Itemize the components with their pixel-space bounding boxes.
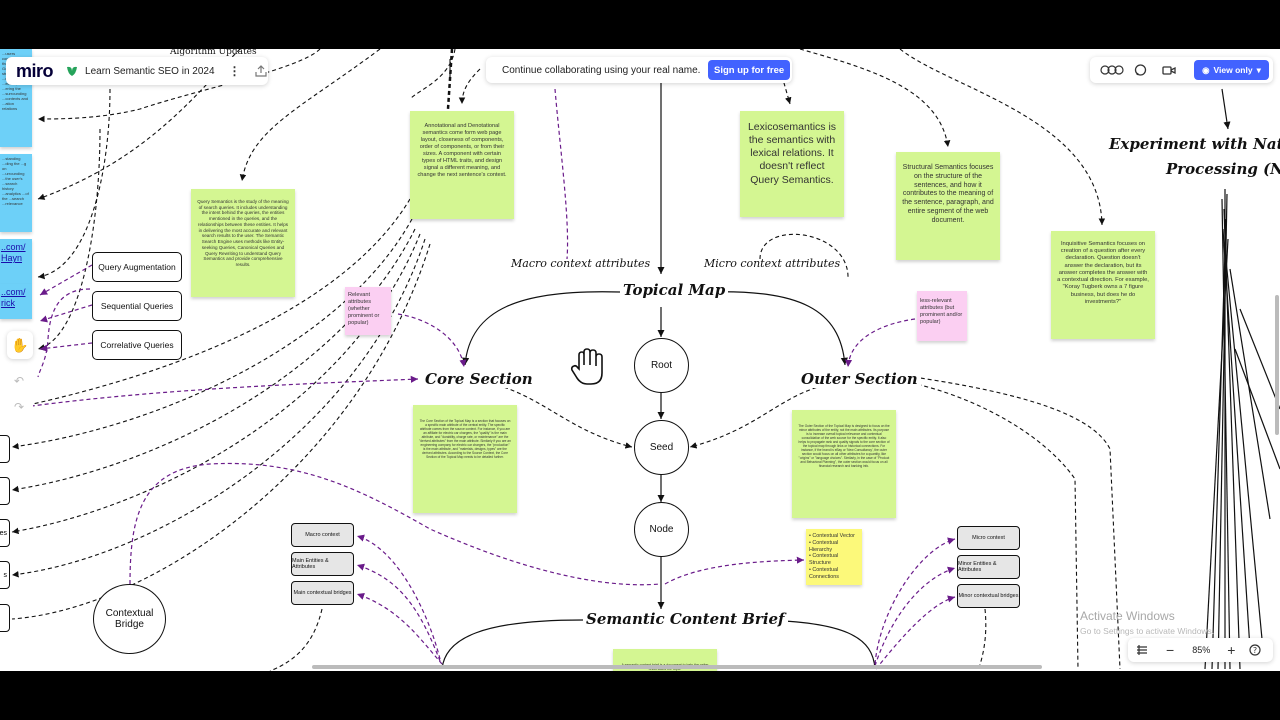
- sticky-text: ..com/ Hayn: [1, 242, 26, 264]
- undo-redo-panel: ↶ ↷: [7, 370, 33, 422]
- sticky-note-blue-link-1[interactable]: ..com/ Hayn: [0, 239, 32, 284]
- seed-node[interactable]: Seed: [634, 420, 689, 475]
- sticky-note-blue-link-2[interactable]: ..com/ rick: [0, 284, 32, 319]
- main-entities-box[interactable]: Main Entities & Attributes: [291, 552, 354, 576]
- sticky-text: • Contextual Vector • Contextual Hierarc…: [809, 533, 855, 580]
- activate-windows-title: Activate Windows: [1080, 609, 1175, 623]
- zoom-level: 85%: [1192, 645, 1211, 655]
- sticky-text: Query Semantics is the study of the mean…: [197, 199, 289, 268]
- main-contextual-bridges-box[interactable]: Main contextual bridges: [291, 581, 354, 605]
- sticky-text: less-relevant attributes (but prominent …: [920, 298, 963, 325]
- zoom-in-icon[interactable]: +: [1227, 642, 1236, 658]
- correlative-queries-box[interactable]: Correlative Queries: [92, 330, 182, 360]
- undo-icon[interactable]: ↶: [14, 374, 25, 388]
- macro-context-attributes-label: Macro context attributes: [511, 257, 651, 270]
- redo-icon[interactable]: ↷: [14, 400, 25, 414]
- share-upload-icon[interactable]: [254, 65, 267, 77]
- sticky-query-semantics[interactable]: Query Semantics is the study of the mean…: [191, 189, 295, 297]
- sticky-structural-semantics[interactable]: Structural Semantics focuses on the stru…: [896, 152, 1000, 260]
- comment-icon[interactable]: [1134, 63, 1147, 77]
- sticky-text: Annotational and Denotational semantics …: [417, 123, 507, 178]
- sticky-lexicosemantics[interactable]: Lexicosemantics is the semantics with le…: [740, 111, 844, 217]
- green-leaf-icon: [65, 64, 79, 78]
- outer-section-label: Outer Section: [798, 370, 921, 388]
- macro-context-box[interactable]: Macro context: [291, 523, 354, 547]
- chevron-down-icon: ▾: [1256, 64, 1261, 75]
- sticky-text: The Outer Section of the Topical Map is …: [798, 424, 890, 468]
- vertical-scrollbar[interactable]: [1275, 295, 1279, 435]
- partial-box-1[interactable]: [0, 435, 10, 463]
- sticky-contextual-list[interactable]: • Contextual Vector • Contextual Hierarc…: [806, 529, 862, 585]
- partial-box-5[interactable]: [0, 604, 10, 632]
- reactions-icon[interactable]: [1099, 64, 1125, 76]
- query-augmentation-box[interactable]: Query Augmentation: [92, 252, 182, 282]
- frames-list-icon[interactable]: [1136, 644, 1148, 656]
- activate-windows-subtitle: Go to Settings to activate Windows.: [1080, 626, 1215, 636]
- sequential-queries-box[interactable]: Sequential Queries: [92, 291, 182, 321]
- sticky-text: Relevant attributes (whether prominent o…: [348, 292, 380, 326]
- minor-contextual-bridges-box[interactable]: Minor contextual bridges: [957, 584, 1020, 608]
- sticky-inquisitive-semantics[interactable]: Inquisitive Semantics focuses on creatio…: [1051, 231, 1155, 339]
- sticky-text: ...standing ...ding the ...g on ...urrou…: [2, 156, 29, 206]
- partial-box-4[interactable]: s: [0, 561, 10, 589]
- hand-tool-panel: ✋: [7, 331, 33, 359]
- view-only-label: View only: [1213, 65, 1253, 75]
- hand-tool-icon[interactable]: ✋: [11, 336, 29, 353]
- signup-button[interactable]: Sign up for free: [708, 60, 791, 80]
- semantic-content-brief-label: Semantic Content Brief: [583, 610, 788, 628]
- sticky-relevant-attributes[interactable]: Relevant attributes (whether prominent o…: [345, 287, 391, 335]
- hand-cursor-icon: [569, 347, 605, 387]
- board-canvas[interactable]: ...users consistent of their ...ries for…: [0, 49, 1280, 671]
- partial-box-2[interactable]: [0, 477, 10, 505]
- help-icon[interactable]: ?: [1249, 644, 1261, 656]
- eye-icon: ◉: [1202, 64, 1210, 75]
- horizontal-scrollbar[interactable]: [312, 665, 1042, 669]
- board-header-panel: miro Learn Semantic SEO in 2024 ⋮: [6, 57, 268, 85]
- minor-entities-box[interactable]: Minor Entities & Attributes: [957, 555, 1020, 579]
- core-section-label: Core Section: [422, 370, 536, 388]
- experiment-nlp-line1: Experiment with Natural: [1109, 135, 1280, 153]
- svg-text:?: ?: [1253, 646, 1257, 655]
- view-only-button[interactable]: ◉ View only ▾: [1194, 60, 1269, 80]
- miro-logo[interactable]: miro: [16, 60, 54, 81]
- sticky-note-blue-2[interactable]: ...standing ...ding the ...g on ...urrou…: [0, 154, 32, 232]
- root-node[interactable]: Root: [634, 338, 689, 393]
- sticky-text: Inquisitive Semantics focuses on creatio…: [1057, 241, 1149, 305]
- sticky-text: Lexicosemantics is the semantics with le…: [747, 121, 837, 186]
- more-menu-icon[interactable]: ⋮: [228, 64, 241, 78]
- video-icon[interactable]: [1162, 65, 1176, 76]
- signup-banner: Continue collaborating using your real n…: [486, 57, 792, 83]
- partial-box-3[interactable]: es: [0, 519, 10, 547]
- zoom-panel: − 85% + ?: [1128, 638, 1273, 662]
- sticky-text: Structural Semantics focuses on the stru…: [902, 164, 994, 224]
- contextual-bridge-node[interactable]: Contextual Bridge: [93, 584, 166, 654]
- board-title[interactable]: Learn Semantic SEO in 2024: [85, 65, 215, 77]
- sticky-text: ..com/ rick: [1, 287, 26, 309]
- sticky-core-section-description[interactable]: The Core Section of the Topical Map is a…: [413, 405, 517, 513]
- node-node[interactable]: Node: [634, 502, 689, 557]
- sticky-text: The Core Section of the Topical Map is a…: [419, 419, 511, 459]
- banner-message: Continue collaborating using your real n…: [502, 64, 701, 76]
- algorithm-updates-label: Algorithm Updates: [170, 49, 257, 57]
- micro-context-box[interactable]: Micro context: [957, 526, 1020, 550]
- sticky-outer-section-description[interactable]: The Outer Section of the Topical Map is …: [792, 410, 896, 518]
- zoom-out-icon[interactable]: −: [1166, 642, 1175, 658]
- experiment-nlp-line2: Processing (NLP): [1166, 160, 1280, 178]
- collaboration-panel: ◉ View only ▾: [1090, 57, 1273, 83]
- micro-context-attributes-label: Micro context attributes: [704, 257, 841, 270]
- sticky-annotational-semantics[interactable]: Annotational and Denotational semantics …: [410, 111, 514, 219]
- topical-map-label: Topical Map: [620, 281, 729, 299]
- sticky-less-relevant-attributes[interactable]: less-relevant attributes (but prominent …: [917, 291, 967, 341]
